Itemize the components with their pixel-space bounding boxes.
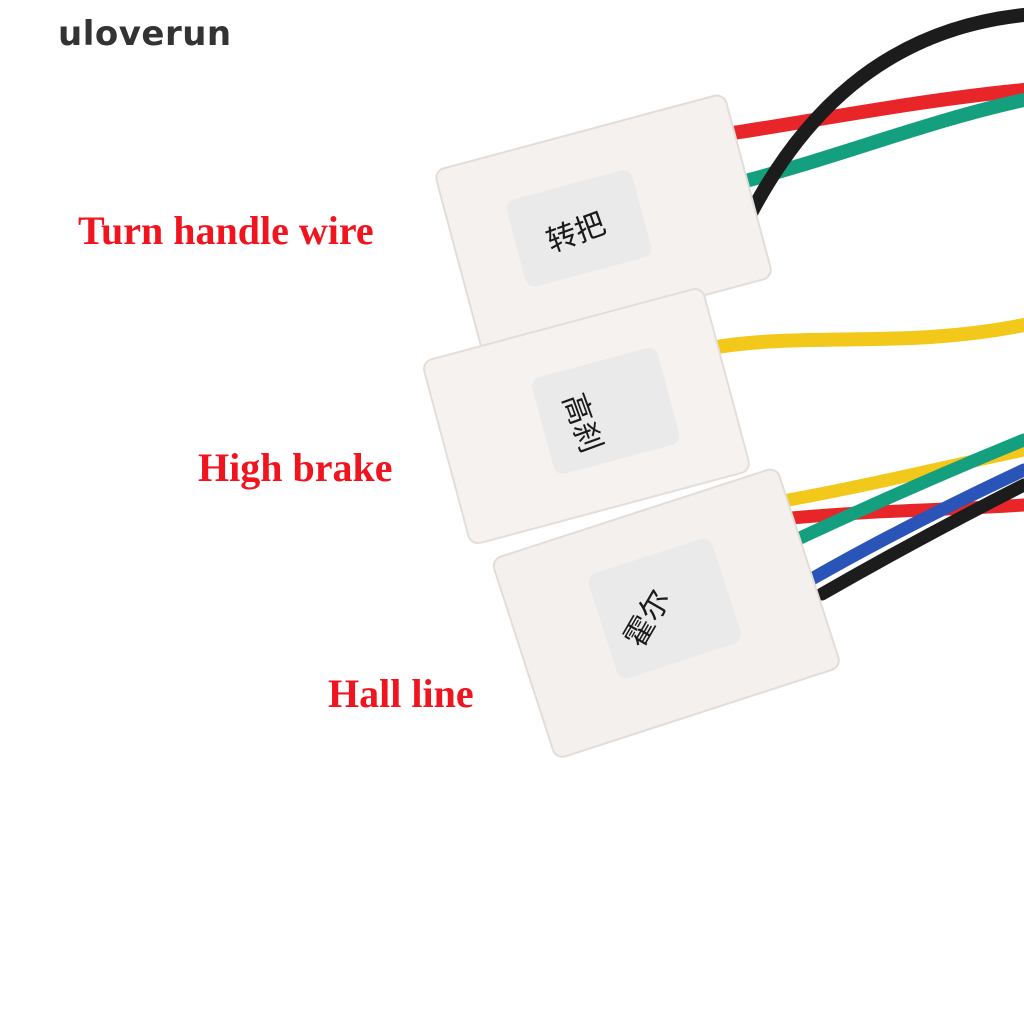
hall-connector bbox=[492, 468, 840, 758]
turn-handle-wires bbox=[713, 8, 1024, 222]
callout-turn-handle-wire: Turn handle wire bbox=[78, 208, 374, 253]
turn-handle-connector bbox=[435, 94, 772, 354]
high-brake-wire bbox=[693, 318, 1024, 357]
hall-wires bbox=[753, 433, 1024, 601]
callout-high-brake: High brake bbox=[198, 445, 393, 490]
high-brake-connector bbox=[423, 288, 750, 545]
brand-watermark: uloverun bbox=[58, 14, 232, 54]
callout-hall-line: Hall line bbox=[328, 671, 474, 716]
